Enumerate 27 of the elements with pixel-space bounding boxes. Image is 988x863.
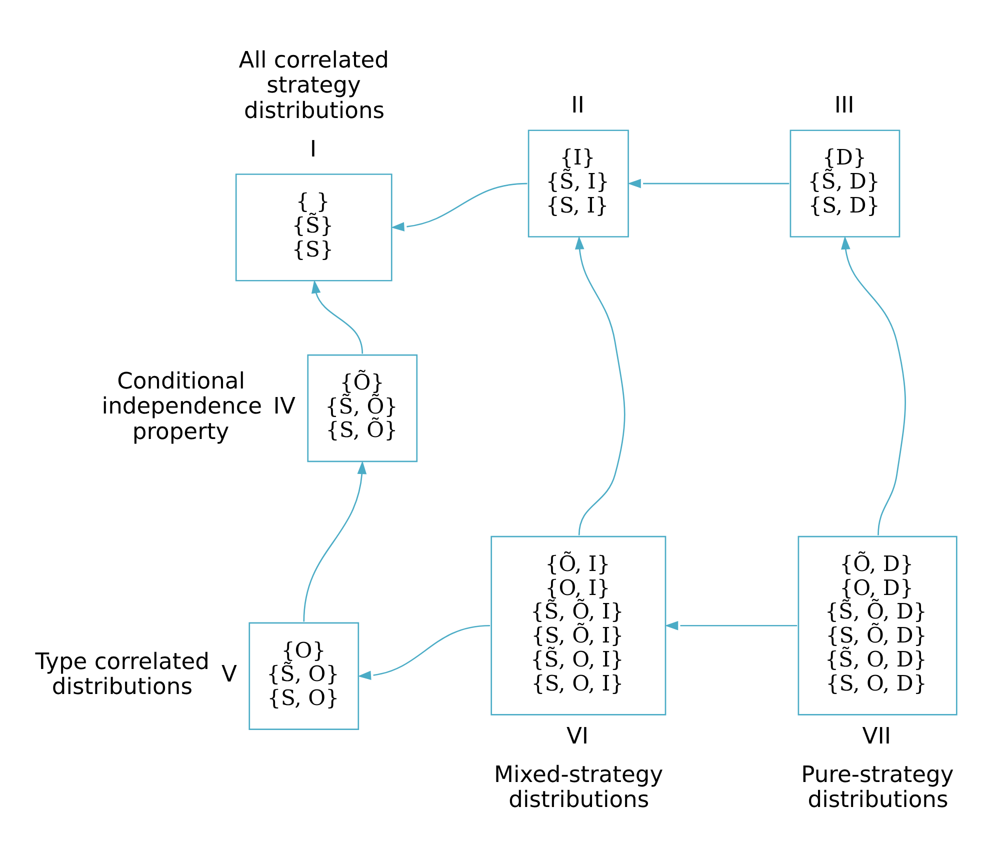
node-box: {O} {S̃, O} {S, O}: [248, 622, 360, 730]
node-label: V: [221, 662, 237, 688]
arrow: [303, 460, 367, 622]
node-label: IV: [273, 394, 296, 420]
node-box: {Õ} {S̃, Õ} {S, Õ}: [307, 354, 418, 462]
node-box: { } {S̃} {S}: [235, 174, 392, 282]
node-box: {Õ, I} {O, I} {S̃, Õ, I} {S, Õ, I} {S̃, O, I} {S, O, I}: [490, 536, 666, 716]
node-label: VI: [566, 723, 589, 750]
node-box: {Õ, D} {O, D} {S̃, Õ, D} {S, Õ, D} {S̃, O, D} {S, O, D}: [798, 536, 958, 716]
node-label: All correlated strategy distributions: [238, 47, 389, 124]
node-label: Mixed-strategy distributions: [494, 762, 664, 814]
node-label: II: [571, 92, 584, 119]
node-label: III: [834, 92, 854, 119]
node-label: VII: [862, 723, 892, 750]
arrow: [574, 236, 626, 536]
node-box: {I} {S̃, I} {S, I}: [528, 130, 629, 238]
node-label: Type correlated distributions: [35, 648, 210, 700]
arrow: [358, 624, 490, 680]
arrow: [390, 182, 528, 232]
node-label: Pure-strategy distributions: [801, 762, 954, 814]
node-label: Conditional independence property: [102, 368, 262, 445]
arrow: [841, 236, 906, 536]
node-box: {D} {S̃, D} {S, D}: [790, 130, 900, 238]
arrow: [664, 620, 798, 630]
arrow: [311, 280, 364, 354]
arrow: [628, 178, 790, 188]
node-label: I: [310, 136, 317, 162]
